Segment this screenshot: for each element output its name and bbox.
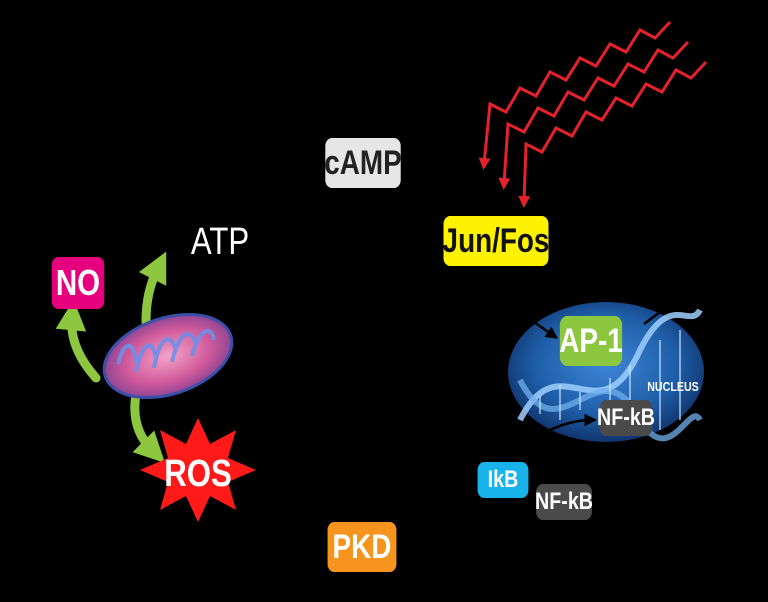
mito-output-arrows [55, 251, 167, 463]
nucleus-label: NUCLEUS [647, 378, 699, 394]
no-label: NO [51, 257, 105, 309]
radiation-wave-2 [498, 40, 690, 190]
ikb-label: IkB [477, 462, 529, 498]
camp-label: cAMP [324, 138, 402, 188]
nfkb-nucleus-label: NF-kB [597, 400, 655, 436]
radiation-wave-icon [478, 20, 708, 208]
jun-fos-label: Jun/Fos [443, 216, 549, 266]
mitochondrion-icon [102, 313, 234, 399]
arrow-to-ros [130, 389, 165, 463]
radiation-wave-3 [518, 60, 708, 208]
ap1-label: AP-1 [559, 316, 623, 366]
ros-burst-icon [140, 418, 256, 522]
ros-label: ROS [164, 452, 232, 495]
arrow-to-no [55, 299, 101, 383]
pkd-label: PKD [327, 522, 397, 572]
radiation-wave-1 [478, 20, 672, 170]
arrow-to-atp [138, 251, 167, 327]
atp-label: ATP [190, 220, 250, 263]
nfkb-cytoplasm-label: NF-kB [535, 484, 593, 520]
